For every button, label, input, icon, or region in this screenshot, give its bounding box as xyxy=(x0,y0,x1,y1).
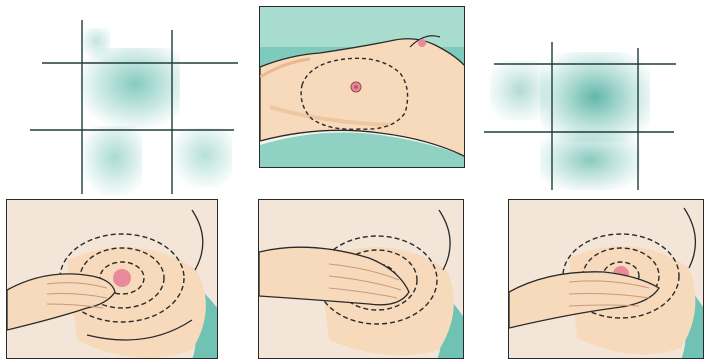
nipple-right xyxy=(418,39,426,47)
grid-diagram-left xyxy=(22,18,242,198)
grid-diagram-right xyxy=(480,40,680,194)
exam-panel-center xyxy=(258,199,464,359)
exam-panel-right xyxy=(508,199,704,359)
exam-panel-left xyxy=(6,199,218,359)
torso-illustration xyxy=(259,6,465,168)
